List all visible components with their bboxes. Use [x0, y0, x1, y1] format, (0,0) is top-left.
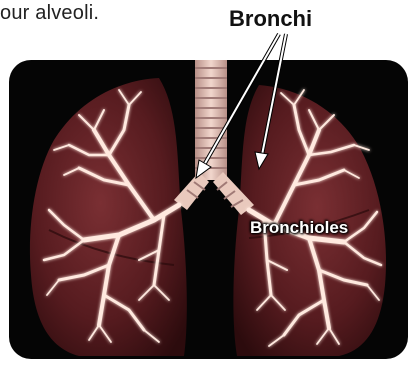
bronchioles-label: Bronchioles — [250, 218, 348, 238]
lung-illustration-panel: Bronchioles — [9, 60, 408, 359]
lung-illustration — [9, 60, 408, 359]
bronchi-label: Bronchi — [229, 6, 312, 32]
trachea — [195, 60, 227, 180]
caption-text: our alveoli. — [0, 2, 99, 25]
